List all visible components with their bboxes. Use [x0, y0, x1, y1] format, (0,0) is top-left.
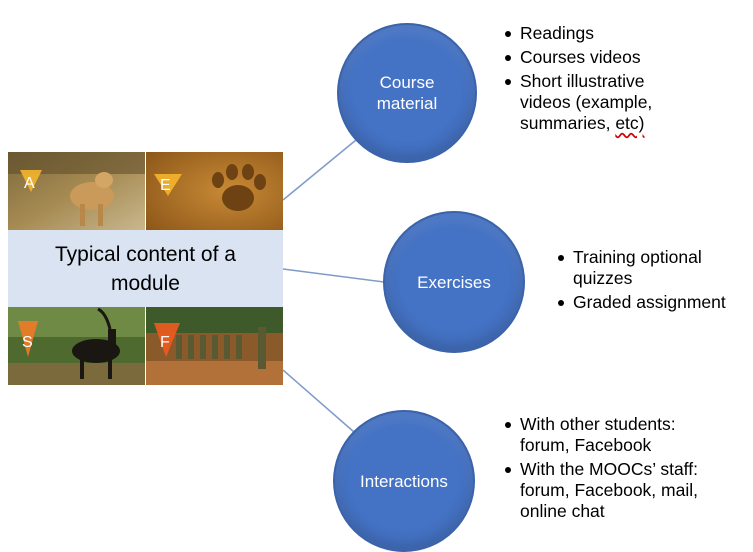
tile-letter-s: S: [22, 334, 33, 351]
node-course-material-label: Course material: [376, 73, 438, 113]
interactions-list: With other students: forum, Facebook Wit…: [502, 414, 742, 525]
list-item: Readings: [502, 23, 742, 44]
lioness-image: A: [8, 152, 145, 230]
exercises-list: Training optional quizzes Graded assignm…: [555, 247, 753, 316]
rangers-image: F: [146, 307, 283, 385]
list-item: Short illustrative videos (example, summ…: [502, 71, 690, 134]
tile-letter-e: E: [160, 177, 171, 194]
tile-lioness: A: [8, 152, 145, 230]
module-title-band: Typical content of a module: [8, 230, 283, 307]
paw-print-image: E: [146, 152, 283, 230]
module-panel: A E Typical content of a module: [8, 152, 283, 385]
tile-letter-a: A: [24, 175, 35, 192]
list-item-text-etc: etc): [615, 113, 645, 133]
node-interactions-label: Interactions: [360, 471, 448, 491]
node-course-material: Course material: [337, 23, 477, 163]
list-item: With the MOOCs’ staff: forum, Facebook, …: [502, 459, 740, 522]
module-title: Typical content of a module: [55, 242, 236, 295]
node-exercises-label: Exercises: [417, 272, 491, 292]
list-item: With other students: forum, Facebook: [502, 414, 720, 456]
node-exercises: Exercises: [383, 211, 525, 353]
list-item: Courses videos: [502, 47, 742, 68]
antelope-image: S: [8, 307, 145, 385]
course-material-list: Readings Courses videos Short illustrati…: [502, 23, 742, 137]
connector-interactions: [282, 369, 355, 433]
list-item: Graded assignment: [555, 292, 753, 313]
connector-course: [282, 139, 357, 201]
tile-letter-f: F: [160, 334, 170, 351]
node-interactions: Interactions: [333, 410, 475, 552]
list-item: Training optional quizzes: [555, 247, 733, 289]
list-item-text: Short illustrative videos (example, summ…: [520, 71, 653, 133]
connector-exercises: [282, 268, 385, 283]
tile-paw-print: E: [146, 152, 283, 230]
tile-antelope: S: [8, 307, 145, 385]
tile-rangers: F: [146, 307, 283, 385]
